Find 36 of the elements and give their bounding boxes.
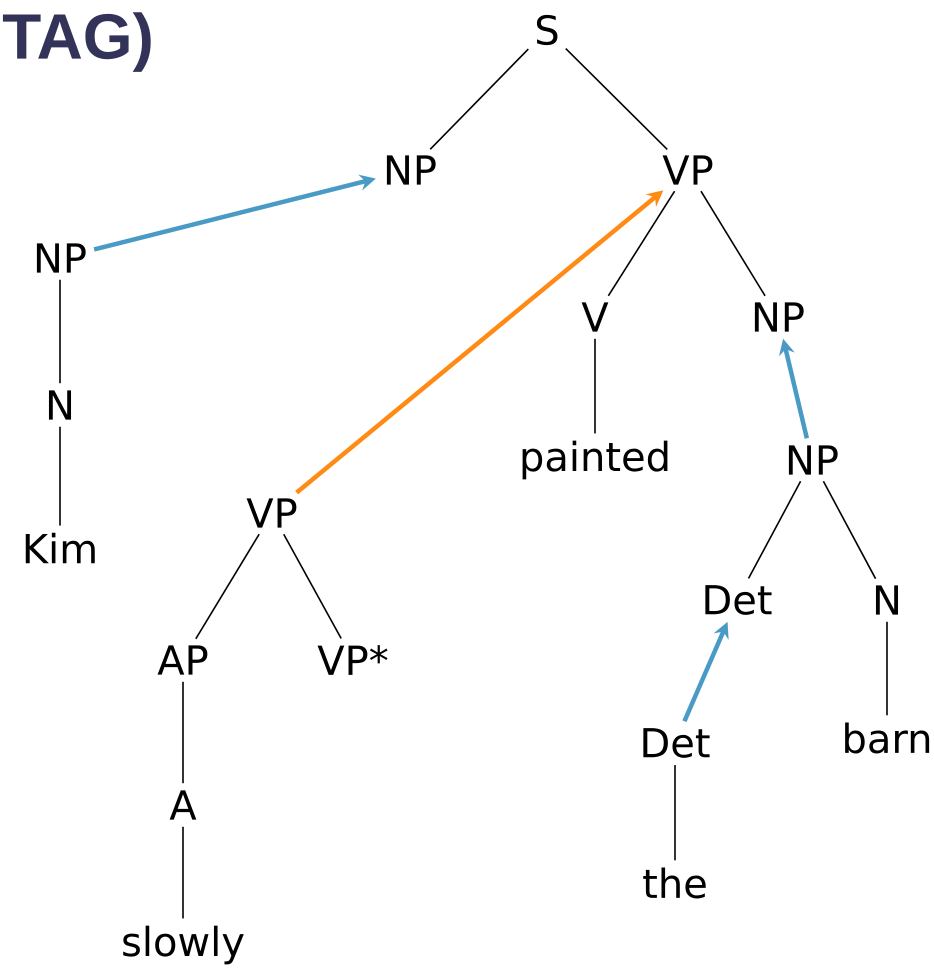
tree-label: V (582, 302, 608, 332)
tree-label: NP (36, 243, 86, 273)
tree-branch (430, 48, 529, 150)
tree-label: VP (246, 498, 296, 528)
tree-label: painted (522, 440, 668, 480)
tree-label: slowly (123, 926, 244, 964)
tree-branch (565, 48, 668, 150)
tree-branch (700, 190, 766, 296)
tree-label: A (170, 790, 196, 820)
tree-branch (182, 826, 184, 918)
tree-label: Det (643, 728, 710, 758)
tree-label: VP* (318, 645, 388, 675)
tree-branch (59, 280, 61, 384)
tree-branch (886, 622, 888, 716)
tree-label: N (48, 390, 72, 420)
tree-branch (283, 534, 342, 639)
tree-label: VP (662, 155, 712, 185)
tree-label: Kim (26, 532, 95, 564)
tree-branch (748, 480, 802, 579)
tree-branch (822, 480, 876, 580)
tree-branch (59, 426, 61, 526)
tree-label: N (876, 585, 898, 615)
tree-label: NP (754, 302, 804, 332)
tree-label: AP (158, 645, 208, 675)
title: TAG) (2, 12, 151, 72)
tree-label: Det (705, 585, 772, 615)
tree-label: NP (788, 445, 838, 475)
tree-label: NP (386, 155, 436, 185)
tree-branch (195, 534, 260, 640)
tree-label: S (536, 14, 558, 46)
tree-branch (182, 682, 184, 784)
tree-label: barn (845, 722, 930, 754)
tree-branch (594, 338, 596, 434)
tree-label: the (643, 868, 706, 898)
tree-branch (608, 190, 676, 296)
tree-branch (674, 765, 676, 860)
